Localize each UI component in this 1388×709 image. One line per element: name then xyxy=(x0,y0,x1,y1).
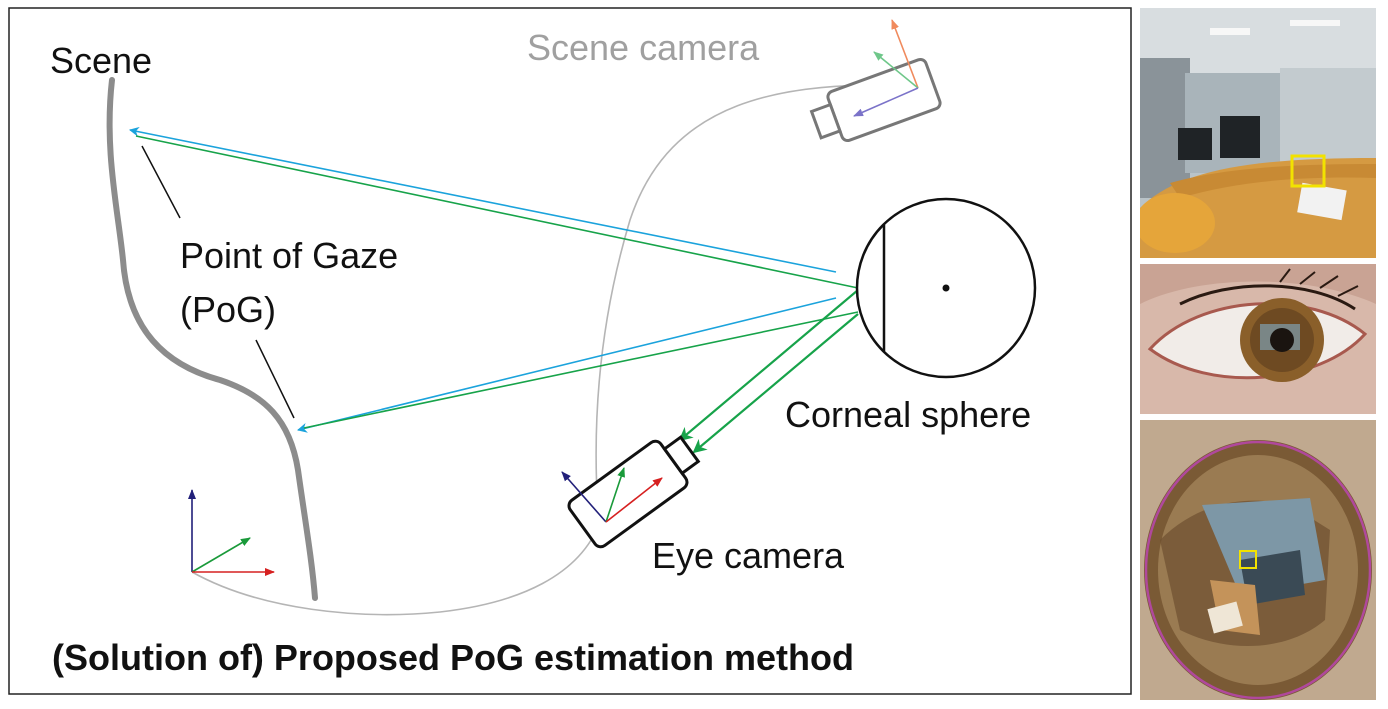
corneal-sphere-center xyxy=(942,284,950,292)
lower-ray-blue xyxy=(297,297,837,433)
eye-camera-ray-1 xyxy=(678,289,859,442)
pog-leader-lower xyxy=(255,339,295,419)
corneal-sphere xyxy=(855,197,1037,379)
scene-label: Scene xyxy=(50,40,152,81)
pog-leader-upper xyxy=(141,145,181,219)
pog-label-line1: Point of Gaze xyxy=(180,235,398,276)
upper-ray-green xyxy=(135,135,859,289)
eye-image xyxy=(1140,264,1376,414)
diagram-canvas: Scene Scene camera Point of Gaze (PoG) C… xyxy=(8,7,1132,695)
pog-diagram: Scene Scene camera Point of Gaze (PoG) C… xyxy=(8,7,1132,695)
scene-camera-label: Scene camera xyxy=(527,27,760,68)
diagram-caption: (Solution of) Proposed PoG estimation me… xyxy=(52,637,854,678)
diagram-frame xyxy=(8,7,1132,695)
eye-camera-axes xyxy=(561,467,663,523)
scene-camera-icon xyxy=(809,57,942,143)
pog-label-line2: (PoG) xyxy=(180,289,276,330)
corneal-sphere-label: Corneal sphere xyxy=(785,394,1031,435)
eye-camera-icon xyxy=(567,435,701,549)
world-axes xyxy=(188,489,275,576)
scene-camera-image xyxy=(1140,8,1376,258)
scene-surface xyxy=(106,77,318,601)
upper-ray-blue xyxy=(129,126,837,273)
scene-camera-axes xyxy=(853,19,919,117)
eye-camera-ray-2 xyxy=(692,313,859,454)
world-to-eye-camera-arc xyxy=(191,521,601,616)
eye-camera-label: Eye camera xyxy=(652,535,845,576)
scene-to-eye-camera-arc xyxy=(595,84,921,513)
cornea-reflection-image xyxy=(1140,420,1376,700)
lower-ray-green xyxy=(303,311,859,429)
